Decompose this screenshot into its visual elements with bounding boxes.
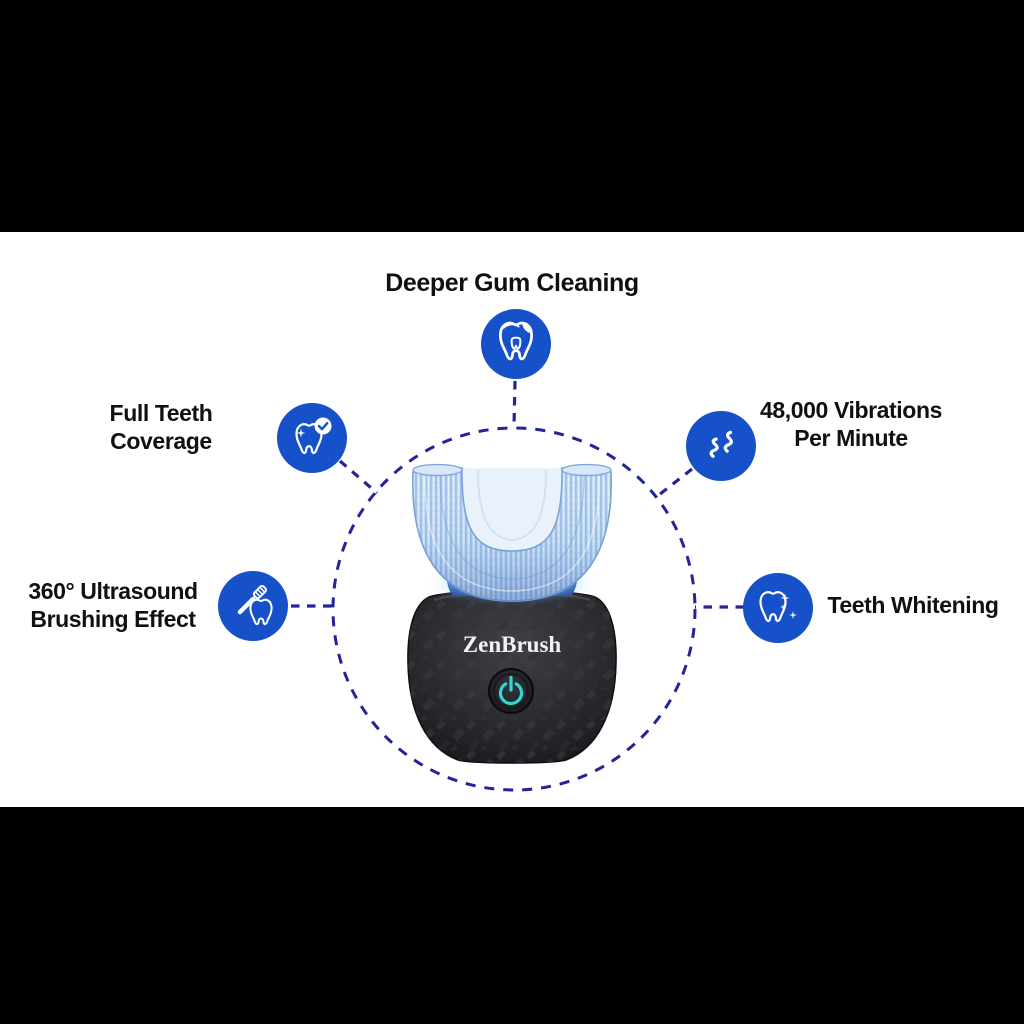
tooth-check-icon [295, 417, 332, 455]
sparkle [789, 611, 797, 619]
feature-label-full-teeth-coverage: Full Teeth Coverage [109, 400, 213, 454]
feature-label-deeper-gum-cleaning: Deeper Gum Cleaning [385, 269, 639, 297]
check-badge [314, 417, 332, 435]
molar-roots-icon [499, 321, 533, 361]
feature-icon-vibrations [686, 411, 756, 481]
toothbrush-tooth-icon [237, 585, 273, 626]
feature-icon-teeth-whitening [743, 573, 813, 643]
tooth-sparkle-icon [759, 591, 797, 623]
feature-label-teeth-whitening: Teeth Whitening [827, 592, 999, 618]
vibration-waves-icon [709, 430, 733, 458]
feature-icon-full-teeth-coverage [277, 403, 347, 473]
sparkle [780, 604, 786, 610]
toothbrush [237, 585, 267, 615]
feature-icon-ultrasound-brushing [218, 571, 288, 641]
feature-icon-deeper-gum-cleaning [481, 309, 551, 379]
sparkle [780, 593, 790, 603]
sparkle [296, 428, 306, 438]
